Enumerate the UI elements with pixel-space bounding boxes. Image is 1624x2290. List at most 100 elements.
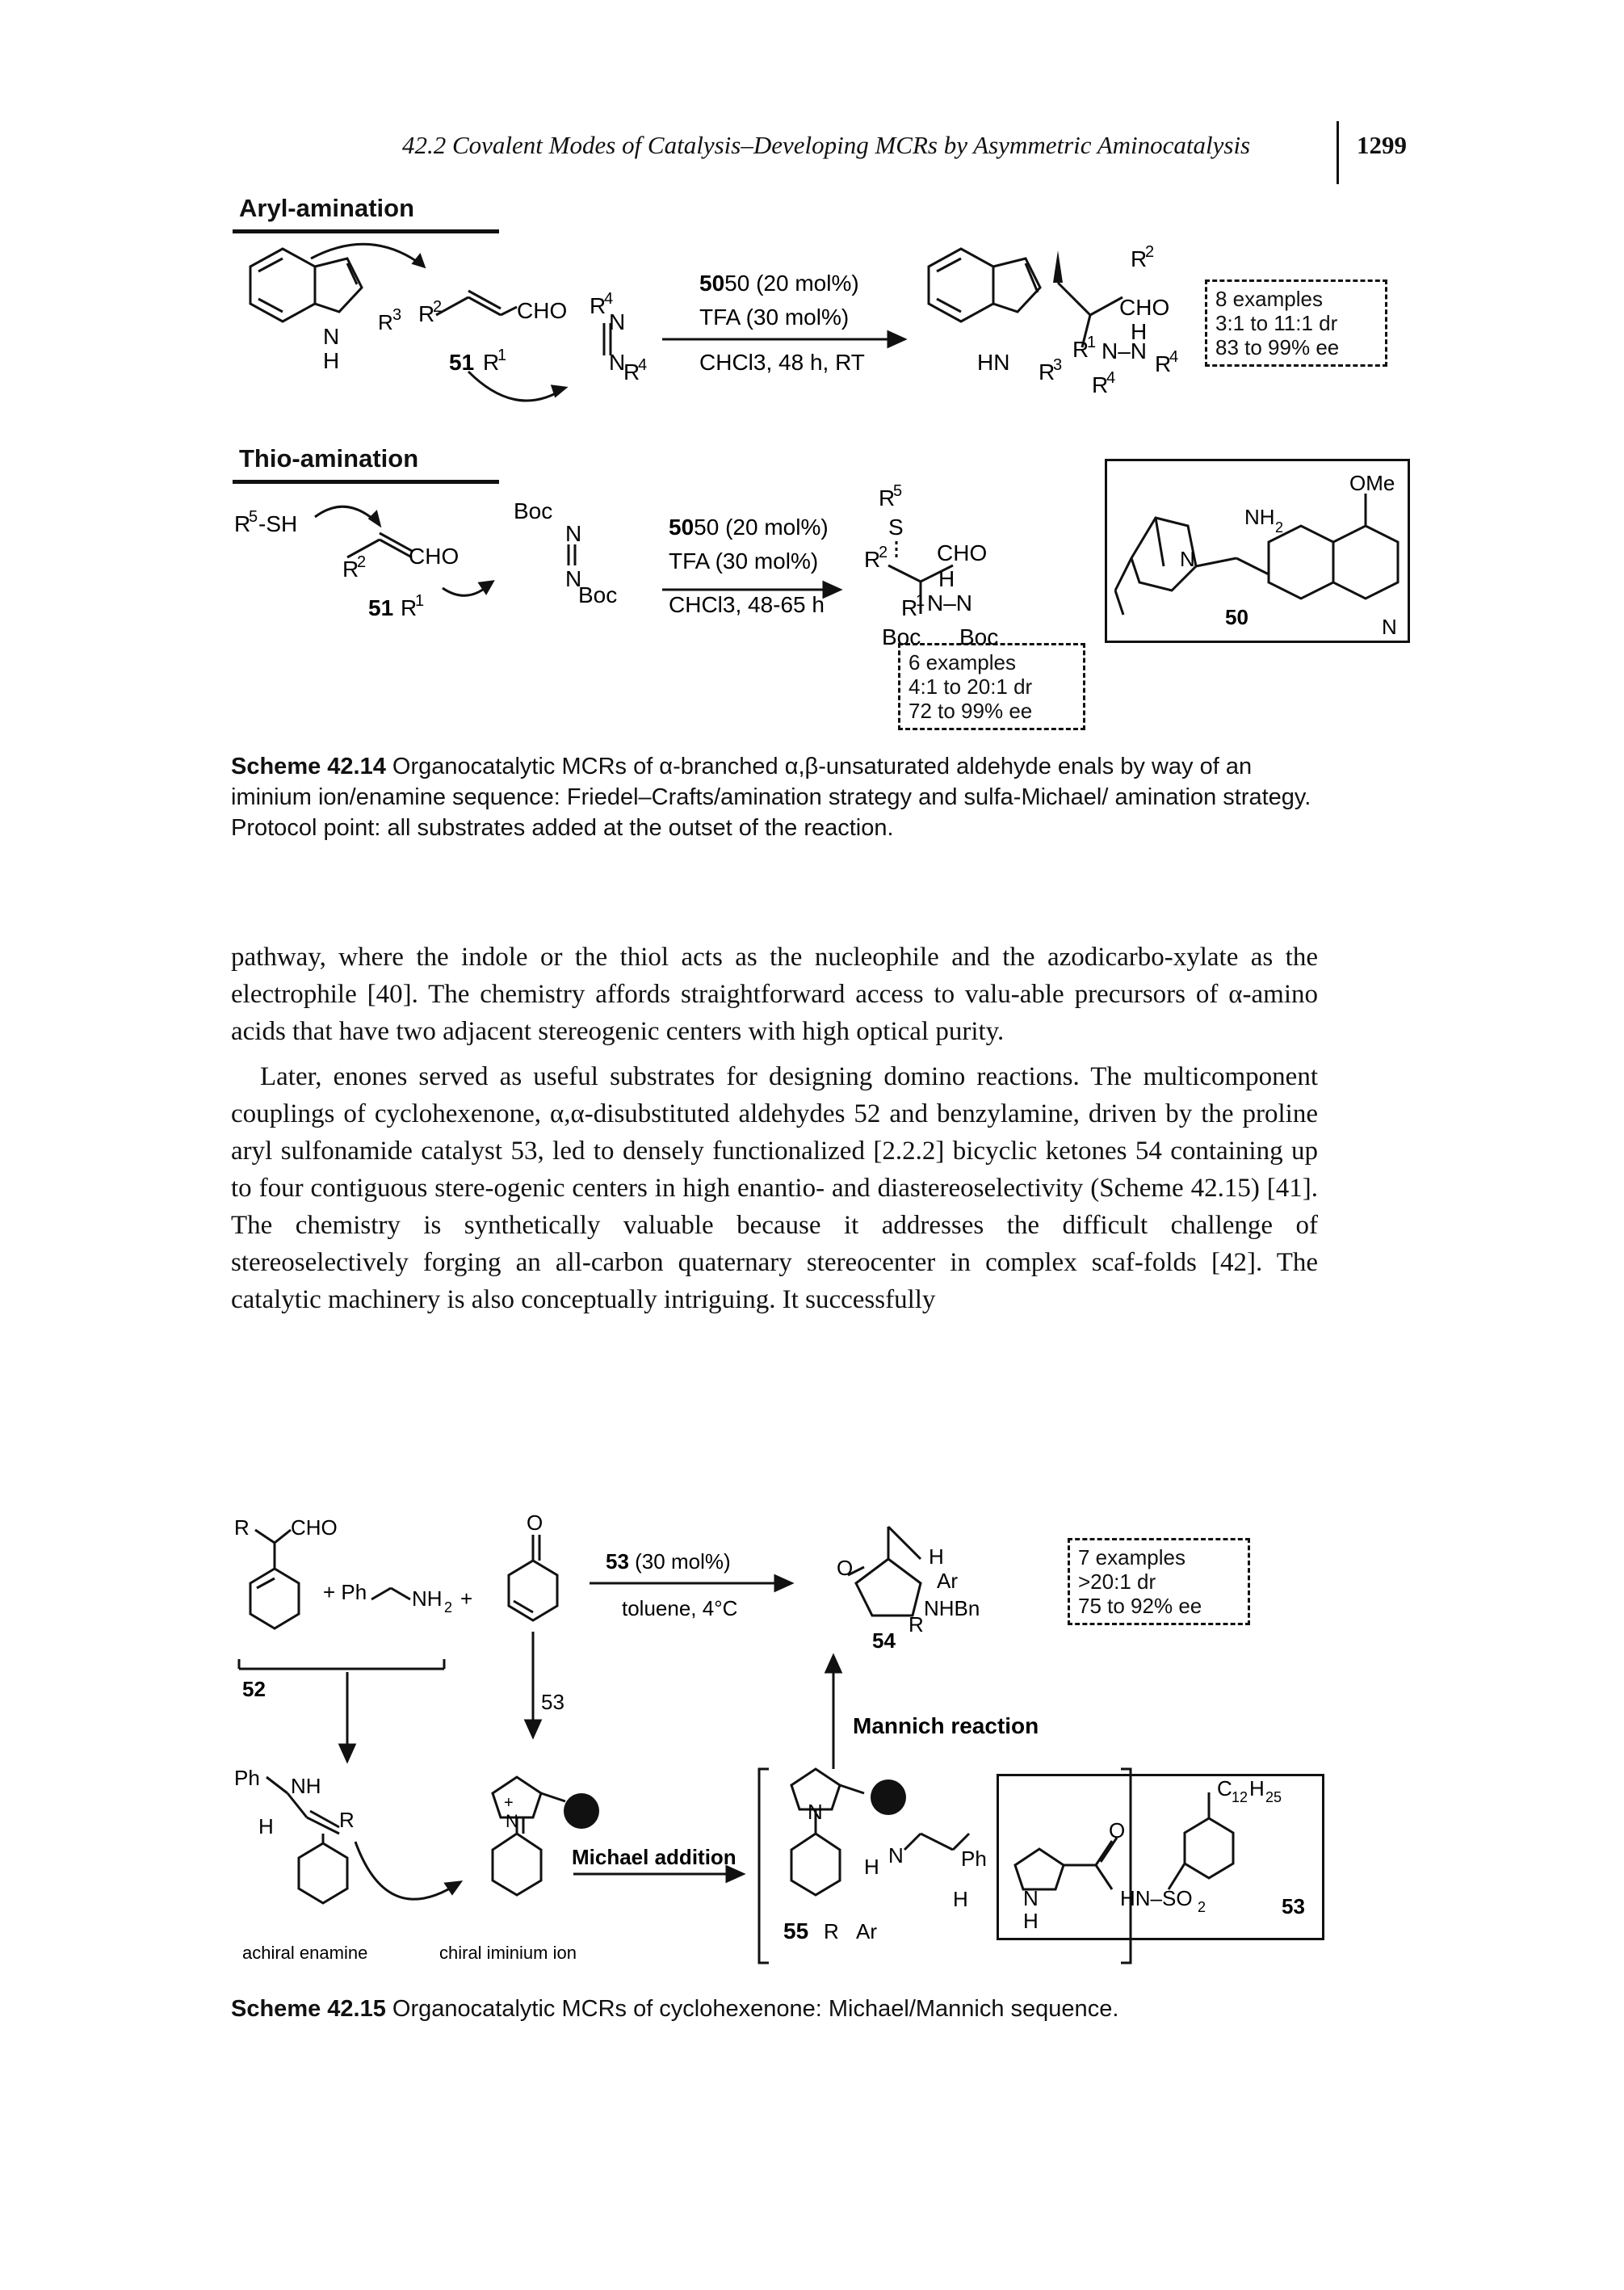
svg-text:toluene, 4°C: toluene, 4°C [622,1596,737,1620]
svg-text:2: 2 [1145,243,1154,261]
svg-text:NH: NH [412,1586,443,1611]
thio-section-rule [233,480,499,484]
svg-text:OMe: OMe [1349,471,1395,495]
svg-text:CHO: CHO [517,298,567,323]
svg-text:CHCl3, 48 h, RT: CHCl3, 48 h, RT [699,350,865,375]
svg-text:N: N [323,324,339,349]
svg-text:N: N [565,566,581,591]
catalyst-blob [564,1793,599,1829]
svg-text:R: R [824,1919,839,1943]
svg-text:Michael addition: Michael addition [572,1845,736,1869]
svg-text:1: 1 [497,347,506,364]
svg-text:2: 2 [433,298,442,316]
svg-text:R: R [1131,246,1147,271]
svg-text:O: O [527,1511,543,1535]
svg-text:H: H [929,1544,944,1569]
svg-text:N: N [1382,615,1397,639]
svg-text:CHO: CHO [291,1515,338,1540]
svg-text:5050 (20 mol%): 5050 (20 mol%) [669,515,829,540]
thio-amination-scheme: R5-SH R2 CHO 51 R1 Boc N N Boc 5050 (20 … [234,482,998,649]
header-divider [1337,121,1339,184]
thio-results-box: 6 examples 4:1 to 20:1 dr 72 to 99% ee [898,643,1085,730]
aryl-results-box: 8 examples 3:1 to 11:1 dr 83 to 99% ee [1205,279,1387,367]
svg-text:Ph: Ph [234,1766,260,1790]
svg-text:4: 4 [638,356,647,374]
svg-text:R: R [1155,351,1171,376]
aryl-result-line: 3:1 to 11:1 dr [1215,311,1338,335]
svg-text:N: N [565,521,581,546]
svg-text:R: R [339,1808,355,1832]
thio-amination-label: Thio-amination [239,444,419,473]
svg-text:S: S [888,515,904,540]
svg-text:2: 2 [1198,1899,1206,1915]
aryl-result-line: 8 examples [1215,287,1323,311]
svg-text:1: 1 [1087,334,1096,351]
svg-text:25: 25 [1265,1789,1282,1805]
svg-text:R: R [864,547,880,572]
thio-result-line: 6 examples [909,650,1016,674]
scheme-42-15-caption: Scheme 42.15 Organocatalytic MCRs of cyc… [231,1994,1323,2024]
svg-text:H: H [1023,1909,1039,1933]
svg-text:NH: NH [1244,505,1275,529]
svg-text:4: 4 [1106,369,1115,387]
svg-text:N–N: N–N [927,590,972,616]
svg-text:R: R [418,301,434,326]
svg-text:-SH: -SH [258,511,297,536]
svg-text:53: 53 [541,1690,564,1714]
svg-text:Ar: Ar [937,1569,958,1593]
aryl-result-line: 83 to 99% ee [1215,335,1340,359]
svg-text:chiral iminium ion: chiral iminium ion [439,1943,577,1963]
svg-text:achiral enamine: achiral enamine [242,1943,367,1963]
svg-text:50: 50 [1225,605,1248,629]
svg-text:N: N [808,1800,823,1824]
svg-text:1: 1 [415,592,424,610]
result-line: 7 examples [1078,1545,1185,1569]
svg-text:53: 53 [1282,1894,1305,1918]
svg-text:R: R [342,557,359,582]
scheme-42-14-caption: Scheme 42.14 Organocatalytic MCRs of α-b… [231,751,1323,843]
paragraph-1: pathway, where the indole or the thiol a… [231,943,1318,1046]
svg-text:2: 2 [1275,519,1283,536]
svg-text:NHBn: NHBn [924,1596,980,1620]
thio-result-line: 4:1 to 20:1 dr [909,674,1033,699]
svg-text:2: 2 [444,1599,452,1616]
svg-text:NH: NH [291,1774,321,1798]
svg-text:R: R [234,511,250,536]
svg-text:H: H [1131,319,1147,344]
svg-text:12: 12 [1232,1789,1248,1805]
svg-text:HN: HN [977,350,1009,375]
svg-text:N: N [1023,1886,1039,1910]
svg-text:H: H [258,1814,274,1838]
svg-text:R: R [1092,372,1108,397]
svg-text:CHO: CHO [1119,295,1169,320]
svg-text:H: H [864,1855,879,1879]
svg-text:R: R [234,1515,250,1540]
catalyst-blob [871,1779,906,1815]
svg-text:R: R [590,293,606,318]
svg-text:R: R [1072,337,1089,362]
svg-text:+ Ph: + Ph [323,1580,367,1604]
svg-text:N: N [1180,547,1195,571]
svg-text:5050 (20 mol%): 5050 (20 mol%) [699,271,859,296]
aryl-section-rule [233,229,499,233]
svg-text:H: H [938,566,955,591]
svg-text:51: 51 [368,595,393,620]
svg-text:R: R [901,595,917,620]
svg-text:R: R [483,350,499,375]
svg-text:R: R [909,1612,924,1637]
svg-text:54: 54 [872,1628,896,1653]
caption-label: Scheme 42.15 [231,1996,386,2022]
svg-text:R: R [623,359,640,384]
running-header: 42.2 Covalent Modes of Catalysis–Develop… [402,131,1251,159]
svg-text:TFA (30 mol%): TFA (30 mol%) [669,548,818,574]
caption-text: Organocatalytic MCRs of cyclohexenone: M… [392,1996,1119,2022]
caption-label: Scheme 42.14 [231,754,386,779]
svg-text:R: R [879,485,895,511]
result-line: 75 to 92% ee [1078,1594,1202,1618]
